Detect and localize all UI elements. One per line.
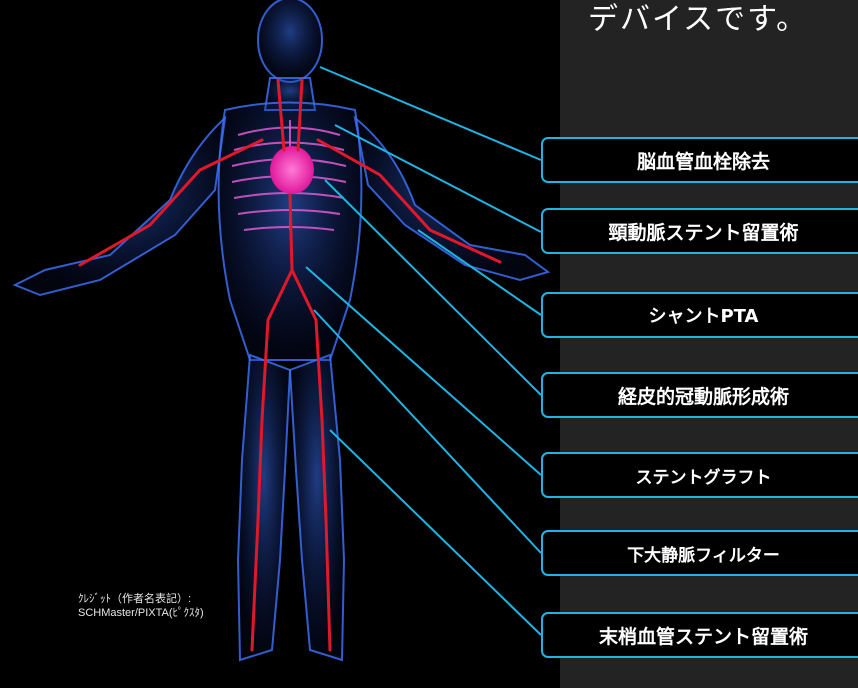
artery-network — [78, 78, 502, 652]
label-peripheral-stenting[interactable]: 末梢血管ステント留置術 — [541, 612, 858, 658]
label-shunt-pta[interactable]: シャントPTA — [541, 292, 858, 338]
heart — [270, 146, 314, 194]
credit-line-2: SCHMaster/PIXTA(ﾋﾟｸｽﾀ) — [78, 607, 204, 619]
heading-text: デバイスです。 — [588, 2, 809, 37]
image-credit: ｸﾚｼﾞｯﾄ（作者名表記）: SCHMaster/PIXTA(ﾋﾟｸｽﾀ) — [78, 592, 204, 620]
human-body-silhouette — [12, 0, 551, 662]
label-stent-graft[interactable]: ステントグラフト — [541, 452, 858, 498]
label-carotid-stenting[interactable]: 頸動脈ステント留置術 — [541, 208, 858, 254]
connector-lines — [305, 66, 542, 636]
credit-line-1: ｸﾚｼﾞｯﾄ（作者名表記）: — [78, 593, 192, 605]
label-ivc-filter[interactable]: 下大静脈フィルター — [541, 530, 858, 576]
label-pci[interactable]: 経皮的冠動脈形成術 — [541, 372, 858, 418]
label-cerebral-thrombectomy[interactable]: 脳血管血栓除去 — [541, 137, 858, 183]
